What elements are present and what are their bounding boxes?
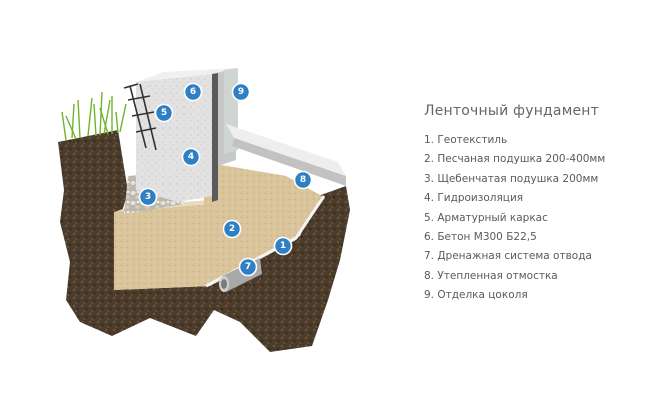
sand-cushion xyxy=(204,162,322,286)
legend-list: 1. Геотекстиль 2. Песчаная подушка 200-4… xyxy=(424,131,664,306)
legend-item-2: 2. Песчаная подушка 200-400мм xyxy=(424,153,606,166)
legend-item-9: 9. Отделка цоколя xyxy=(424,289,528,302)
legend-item-1: 1. Геотекстиль xyxy=(424,134,508,146)
svg-text:7: 7 xyxy=(245,262,251,272)
badge-6: 6 xyxy=(183,82,203,102)
svg-text:6: 6 xyxy=(190,87,196,97)
concrete-wall xyxy=(136,74,212,202)
footing-block xyxy=(114,204,210,290)
legend-item-7: 7. Дренажная система отвода xyxy=(424,250,592,263)
legend-item-4: 4. Гидроизоляция xyxy=(424,192,524,205)
legend-item-6: 6. Бетон М300 Б22,5 xyxy=(424,231,537,244)
legend-item-3: 3. Щебенчатая подушка 200мм xyxy=(424,172,599,185)
badge-1: 1 xyxy=(273,236,293,256)
svg-text:3: 3 xyxy=(145,192,151,202)
waterproofing-strip xyxy=(212,73,218,202)
grass-tuft xyxy=(61,91,127,141)
badge-9: 9 xyxy=(231,82,251,102)
legend-title: Ленточный фундамент xyxy=(424,103,599,119)
badge-5: 5 xyxy=(154,103,174,123)
svg-text:8: 8 xyxy=(300,175,306,185)
legend-item-8: 8. Утепленная отмостка xyxy=(424,269,558,282)
legend-item-5: 5. Арматурный каркас xyxy=(424,211,548,224)
insulated-blind-area xyxy=(226,124,346,176)
svg-text:2: 2 xyxy=(229,224,235,234)
rebar-cage xyxy=(123,83,157,151)
badge-7: 7 xyxy=(238,257,258,277)
badge-3: 3 xyxy=(138,187,158,207)
badge-8: 8 xyxy=(293,170,313,190)
svg-text:1: 1 xyxy=(280,241,286,251)
svg-text:9: 9 xyxy=(238,87,244,97)
badge-4: 4 xyxy=(181,147,201,167)
svg-text:4: 4 xyxy=(188,152,194,162)
badge-2: 2 xyxy=(222,219,242,239)
svg-text:5: 5 xyxy=(161,108,167,118)
foundation-cross-section: 1 2 3 4 5 6 7 8 xyxy=(58,68,350,352)
legend-panel: Ленточный фундамент 1. Геотекстиль 2. Пе… xyxy=(424,103,664,306)
soil-mass xyxy=(58,130,350,352)
